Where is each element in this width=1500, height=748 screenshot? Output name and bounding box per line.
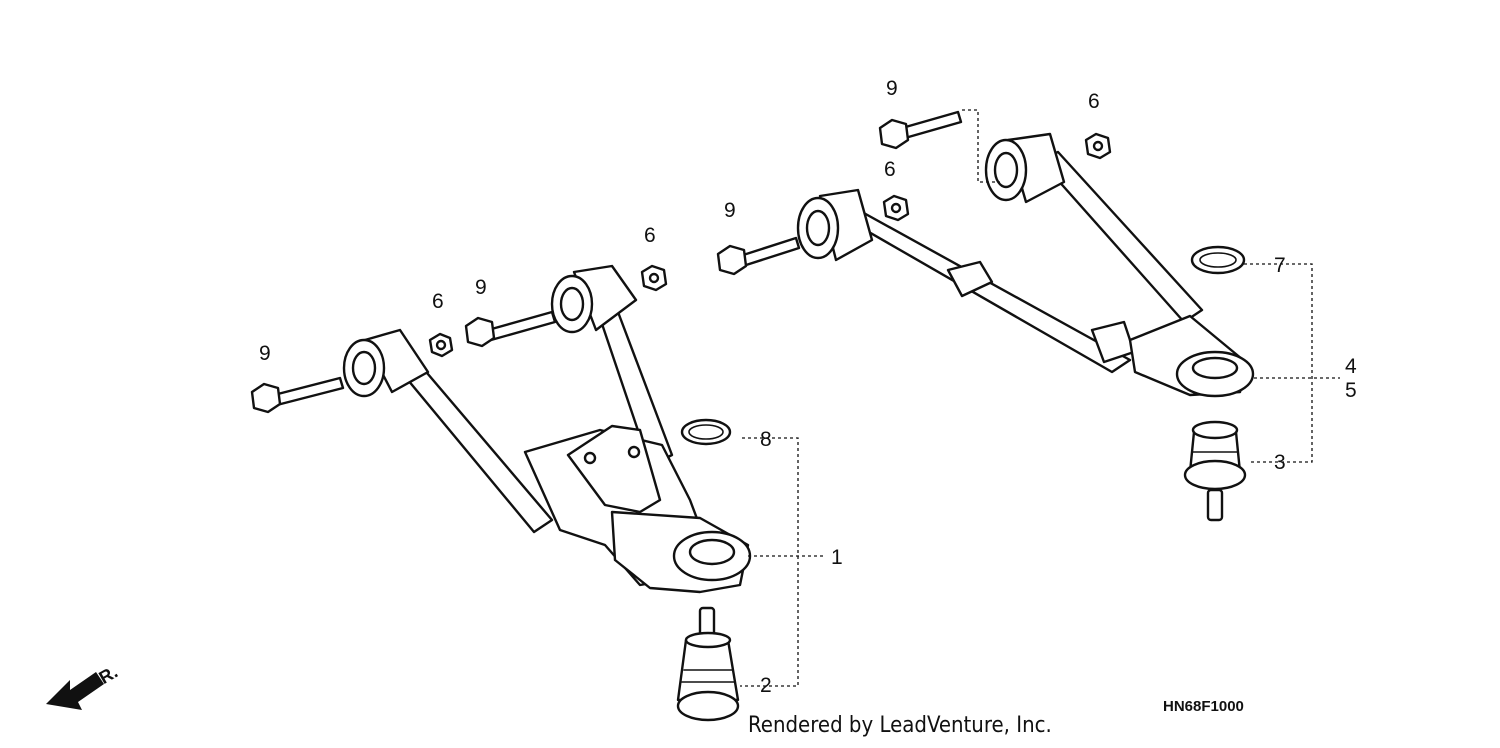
callout-6-lower-rear[interactable]: 6 <box>644 224 656 247</box>
callout-1[interactable]: 1 <box>831 546 843 569</box>
callout-5[interactable]: 5 <box>1345 379 1357 402</box>
nut-6-lower-rear[interactable] <box>640 264 668 292</box>
callout-6-upper-front[interactable]: 6 <box>884 158 896 181</box>
render-credit: Rendered by LeadVenture, Inc. <box>748 713 1052 738</box>
callout-9-lower-rear[interactable]: 9 <box>475 276 487 299</box>
nut-6-lower-front[interactable] <box>428 332 454 358</box>
callout-4[interactable]: 4 <box>1345 355 1357 378</box>
callout-9-upper-front[interactable]: 9 <box>724 199 736 222</box>
snap-ring-7[interactable] <box>1190 245 1246 275</box>
leader-lines <box>740 109 1340 687</box>
ball-joint-2[interactable] <box>676 606 740 722</box>
bolt-9-lower-front[interactable] <box>250 376 345 414</box>
callout-6-lower-front[interactable]: 6 <box>432 290 444 313</box>
nut-6-upper-front[interactable] <box>882 194 910 222</box>
diagram-code: HN68F1000 <box>1163 698 1244 715</box>
bolt-9-lower-rear[interactable] <box>464 310 557 348</box>
callout-6-upper-rear[interactable]: 6 <box>1088 90 1100 113</box>
callout-8[interactable]: 8 <box>760 428 772 451</box>
callout-9-upper-rear[interactable]: 9 <box>886 77 898 100</box>
callout-9-lower-front[interactable]: 9 <box>259 342 271 365</box>
snap-ring-8[interactable] <box>680 418 732 446</box>
upper-arm-part[interactable] <box>796 132 1255 398</box>
bolt-9-upper-rear[interactable] <box>878 110 963 150</box>
ball-joint-3[interactable] <box>1183 420 1247 522</box>
lower-arm-part[interactable] <box>342 264 752 594</box>
callout-3[interactable]: 3 <box>1274 451 1286 474</box>
front-arrow-icon: FR. <box>46 662 121 710</box>
callout-7[interactable]: 7 <box>1274 254 1286 277</box>
nut-6-upper-rear[interactable] <box>1084 132 1112 160</box>
bolt-9-upper-front[interactable] <box>716 236 801 276</box>
callout-2[interactable]: 2 <box>760 674 772 697</box>
